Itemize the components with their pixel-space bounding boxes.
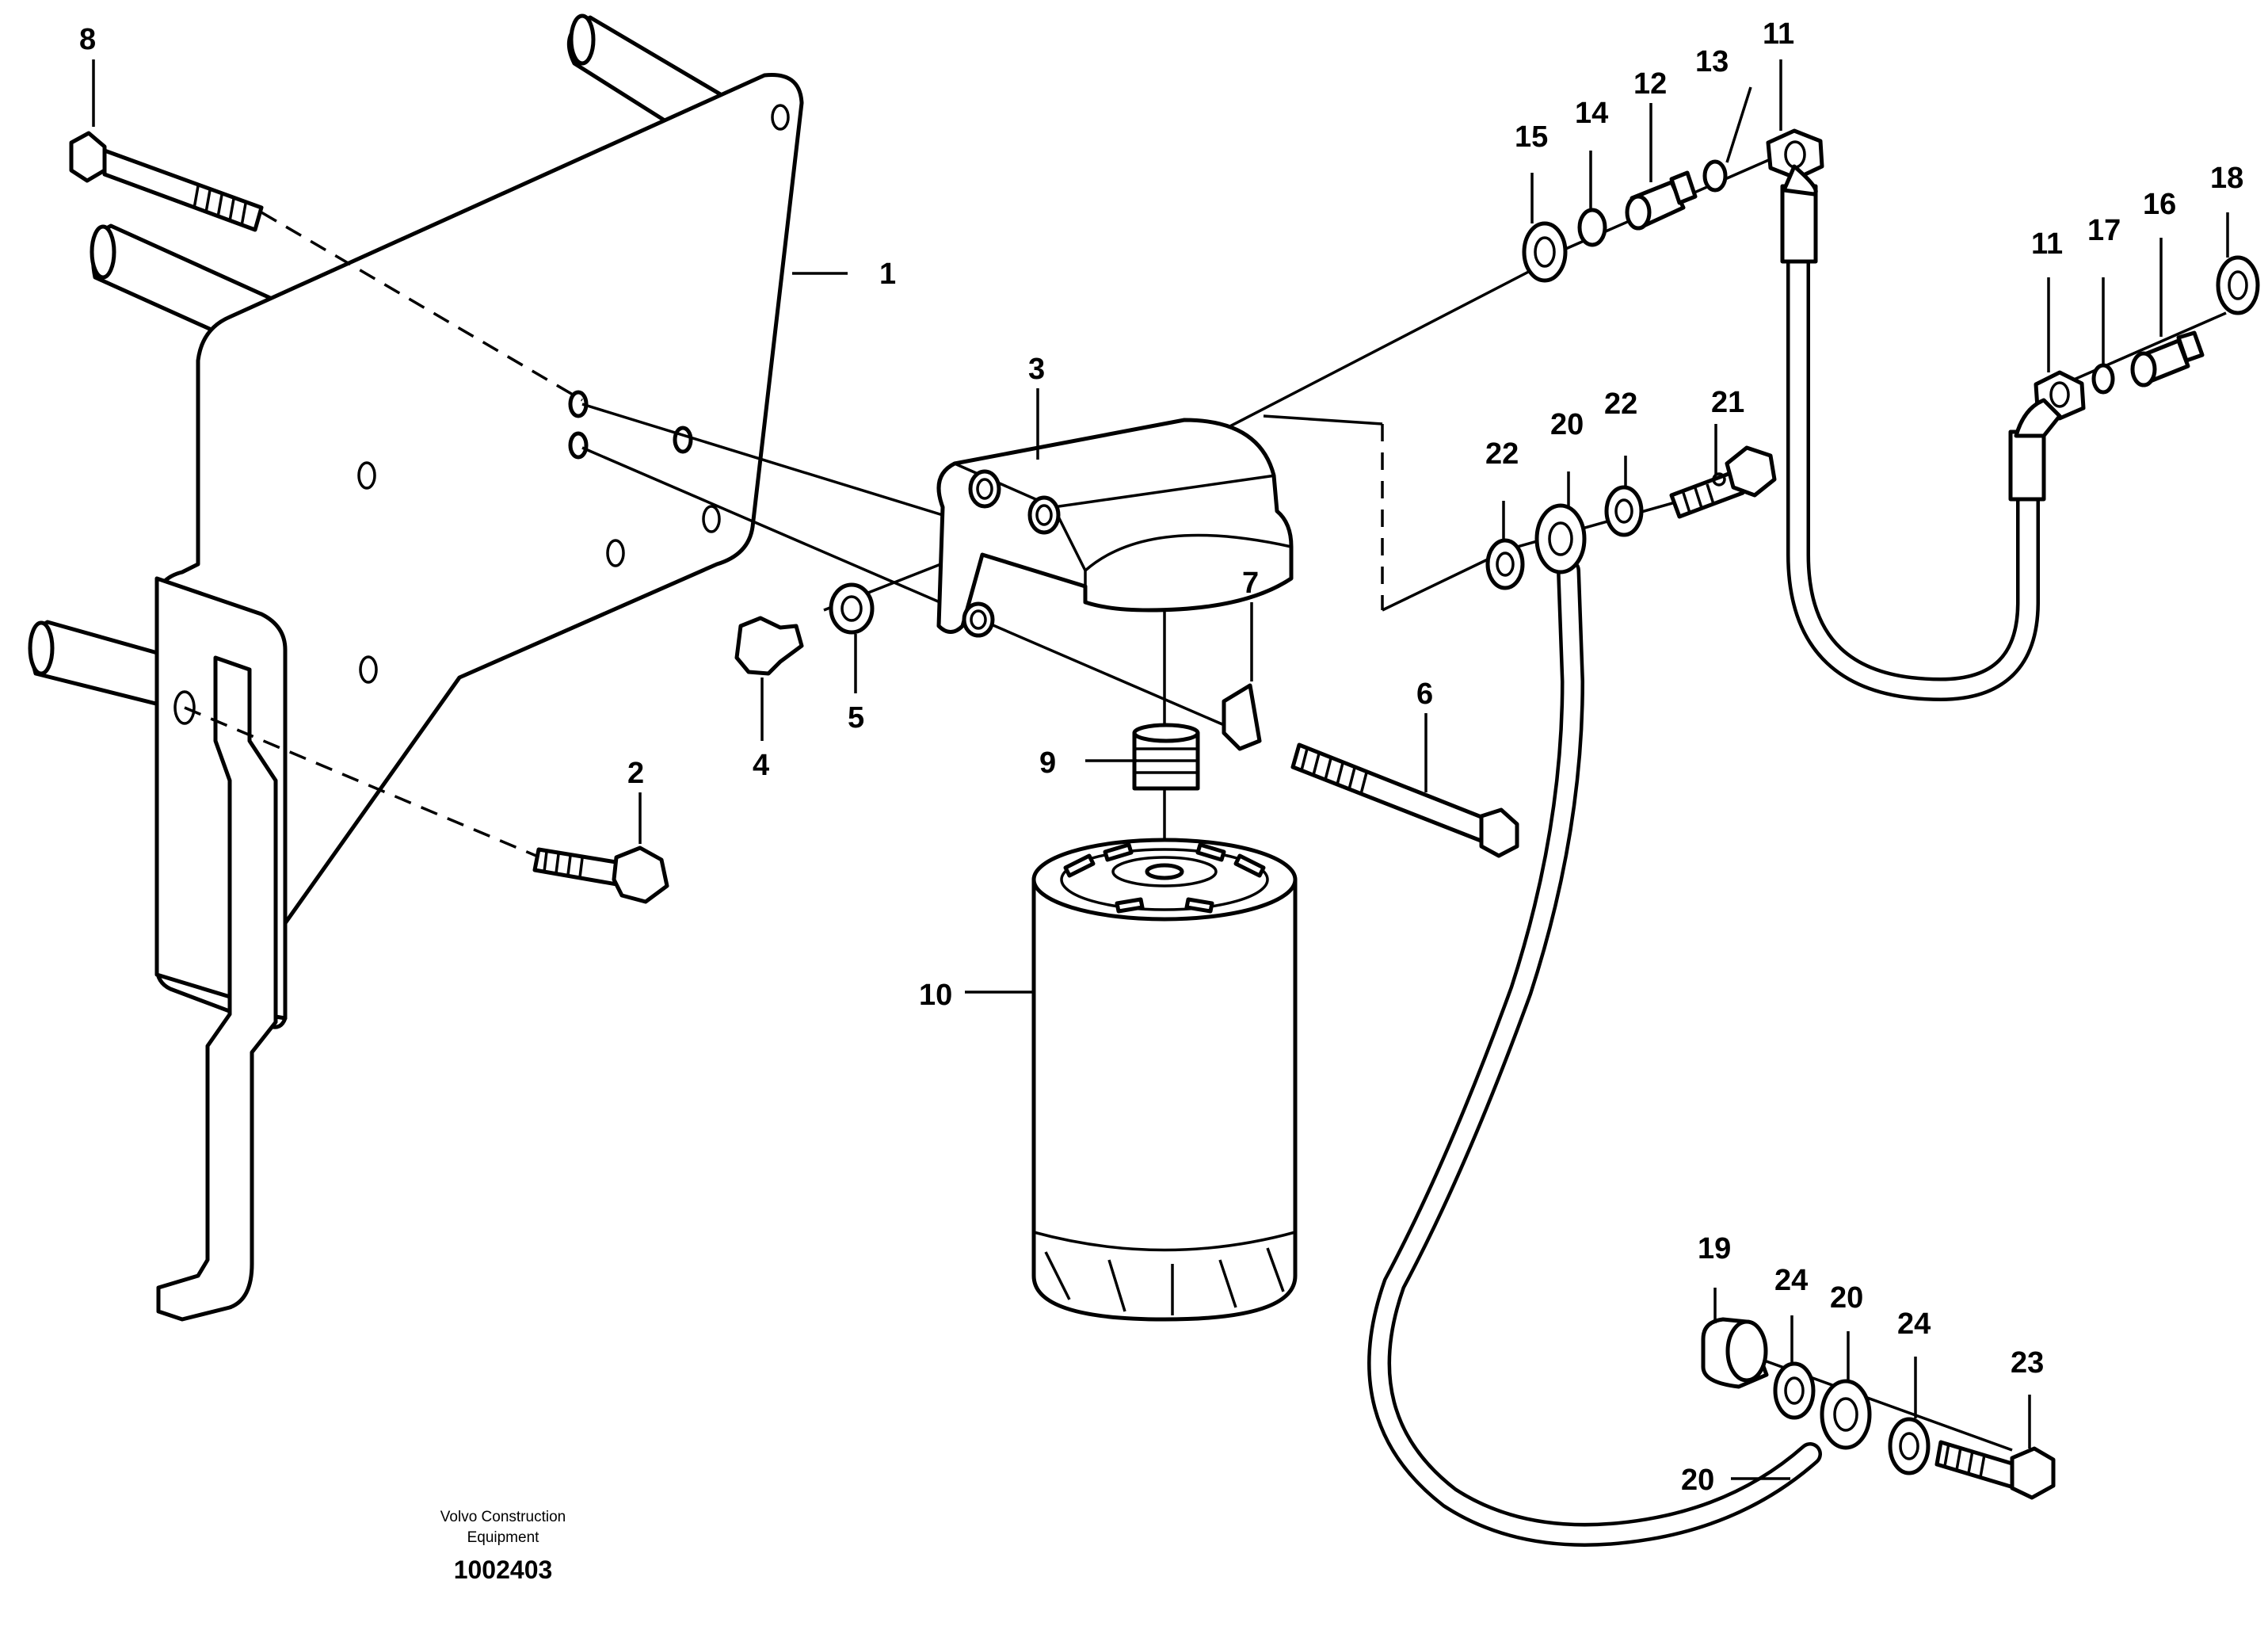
callout-15: 15 [1515,120,1548,154]
callout-22-left: 22 [1485,437,1519,471]
callout-19: 19 [1698,1232,1731,1265]
callout-8: 8 [79,23,96,56]
banjo-bolt-21 [1669,445,1777,519]
banjo-20-lower [1820,1379,1872,1450]
washer-15 [1522,221,1568,283]
washer-5 [829,582,875,635]
figure-number: 1002403 [454,1555,553,1584]
callout-17: 17 [2087,214,2121,247]
callout-22-right: 22 [1604,387,1637,421]
washer-22-left [1485,538,1525,590]
callout-12: 12 [1633,67,1667,101]
ring-14 [1577,208,1607,247]
callout-23: 23 [2011,1346,2044,1380]
callout-9: 9 [1039,746,1056,780]
figure-caption: Volvo Construction Equipment 1002403 [440,1509,566,1584]
leader-lines [92,59,2229,1480]
washer-24-left [1773,1361,1816,1420]
callout-20-upper: 20 [1550,408,1584,441]
bolt-2 [532,845,669,904]
ring-13 [1702,159,1728,193]
mounting-bracket [28,13,804,1322]
callout-16: 16 [2143,188,2176,221]
nipple-9 [1132,723,1200,791]
callout-11-upper: 11 [1763,17,1794,51]
washer-22-right [1604,485,1644,537]
callout-10: 10 [919,979,952,1012]
hose-11 [1766,128,2086,702]
callout-5: 5 [848,701,864,735]
bolt-6 [1290,742,1519,858]
filter-head [936,418,1294,638]
callout-2: 2 [627,757,644,790]
adapter-16 [2130,330,2205,387]
washer-7 [1222,683,1262,751]
callout-24-right: 24 [1897,1307,1931,1341]
callout-14: 14 [1575,97,1608,130]
callout-6: 6 [1416,678,1433,711]
washer-18 [2216,255,2260,315]
bolt-8 [69,131,264,232]
caption-line-1: Volvo Construction [440,1509,566,1525]
callout-21: 21 [1711,386,1744,419]
callout-labels: 8 1 3 2 4 5 6 7 9 10 11 13 12 14 15 16 1… [79,17,2243,1497]
banjo-20-upper [1534,503,1587,574]
callout-3: 3 [1028,353,1045,386]
washer-24-right [1888,1417,1931,1475]
plug-4 [734,616,804,676]
adapter-12 [1625,170,1698,231]
callout-11-lower: 11 [2031,227,2063,261]
callout-20-lower: 20 [1681,1464,1714,1497]
banjo-bolt-23 [1934,1440,2056,1500]
oil-filter [1031,838,1298,1322]
callout-4: 4 [753,749,769,782]
callout-1: 1 [879,258,896,291]
ring-17 [2091,363,2115,395]
callout-13: 13 [1695,45,1729,78]
callout-24-left: 24 [1774,1264,1808,1297]
hose-20 [1367,559,1822,1547]
callout-7: 7 [1242,567,1259,600]
spacer-19 [1701,1317,1769,1389]
callout-18: 18 [2210,162,2243,195]
caption-line-2: Equipment [467,1529,540,1546]
callout-20-mid: 20 [1830,1281,1863,1315]
